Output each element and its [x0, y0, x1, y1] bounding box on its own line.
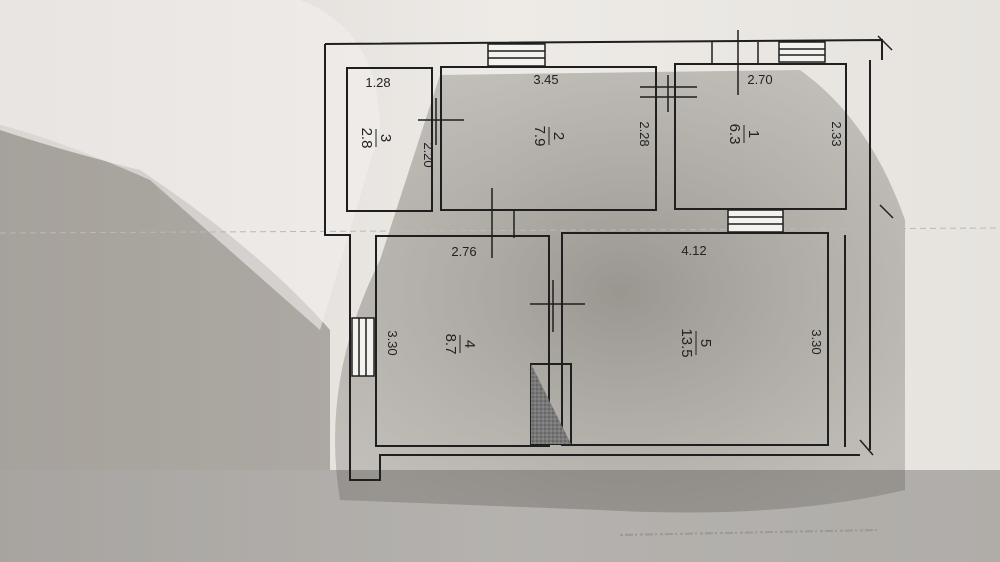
door-markers	[352, 30, 894, 481]
room-1-outline	[674, 63, 847, 210]
dim-room2-height: 2.28	[637, 121, 652, 146]
room-1-label: 1 6.3	[726, 124, 762, 145]
room-2-label: 2 7.9	[531, 126, 567, 147]
room-5-outline	[561, 232, 829, 446]
room-3-outline	[346, 67, 433, 212]
dim-room2-width: 3.45	[533, 72, 558, 87]
hand-shadow-left	[0, 130, 330, 470]
room-5-label: 5 13.5	[678, 328, 714, 357]
dim-room1-width: 2.70	[747, 72, 772, 87]
room-1-number: 1	[745, 130, 762, 138]
print-noise	[619, 529, 881, 536]
dim-room1-height: 2.33	[829, 121, 844, 146]
room-2-area: 7.9	[531, 126, 548, 147]
room-2-number: 2	[550, 132, 567, 140]
room-4-outline	[375, 235, 550, 447]
dim-room4-width: 2.76	[451, 244, 476, 259]
ventilation-shaft	[530, 363, 572, 445]
room-4-label: 4 8.7	[442, 334, 478, 355]
dim-room5-width: 4.12	[681, 243, 706, 258]
room-1-area: 6.3	[726, 124, 743, 145]
fold-line	[0, 227, 1000, 234]
room-4-number: 4	[461, 340, 478, 348]
room-3-number: 3	[377, 134, 394, 142]
window-left	[351, 317, 375, 377]
room-3-label: 3 2.8	[358, 128, 394, 149]
window-top-left	[487, 43, 546, 67]
room-4-area: 8.7	[442, 334, 459, 355]
dim-room5-height: 3.30	[809, 329, 824, 354]
bottom-shadow	[0, 470, 1000, 562]
dim-room4-height: 3.30	[385, 330, 400, 355]
window-top-right	[778, 41, 826, 63]
room-2-outline	[440, 66, 657, 211]
window-middle	[727, 209, 784, 233]
dim-room3-height: 2.20	[421, 142, 436, 167]
paper-highlight	[0, 0, 380, 330]
room-3-area: 2.8	[358, 128, 375, 149]
room-5-number: 5	[697, 339, 714, 347]
phone-shadow	[335, 70, 905, 513]
dim-room3-width: 1.28	[365, 75, 390, 90]
room-5-area: 13.5	[678, 328, 695, 357]
